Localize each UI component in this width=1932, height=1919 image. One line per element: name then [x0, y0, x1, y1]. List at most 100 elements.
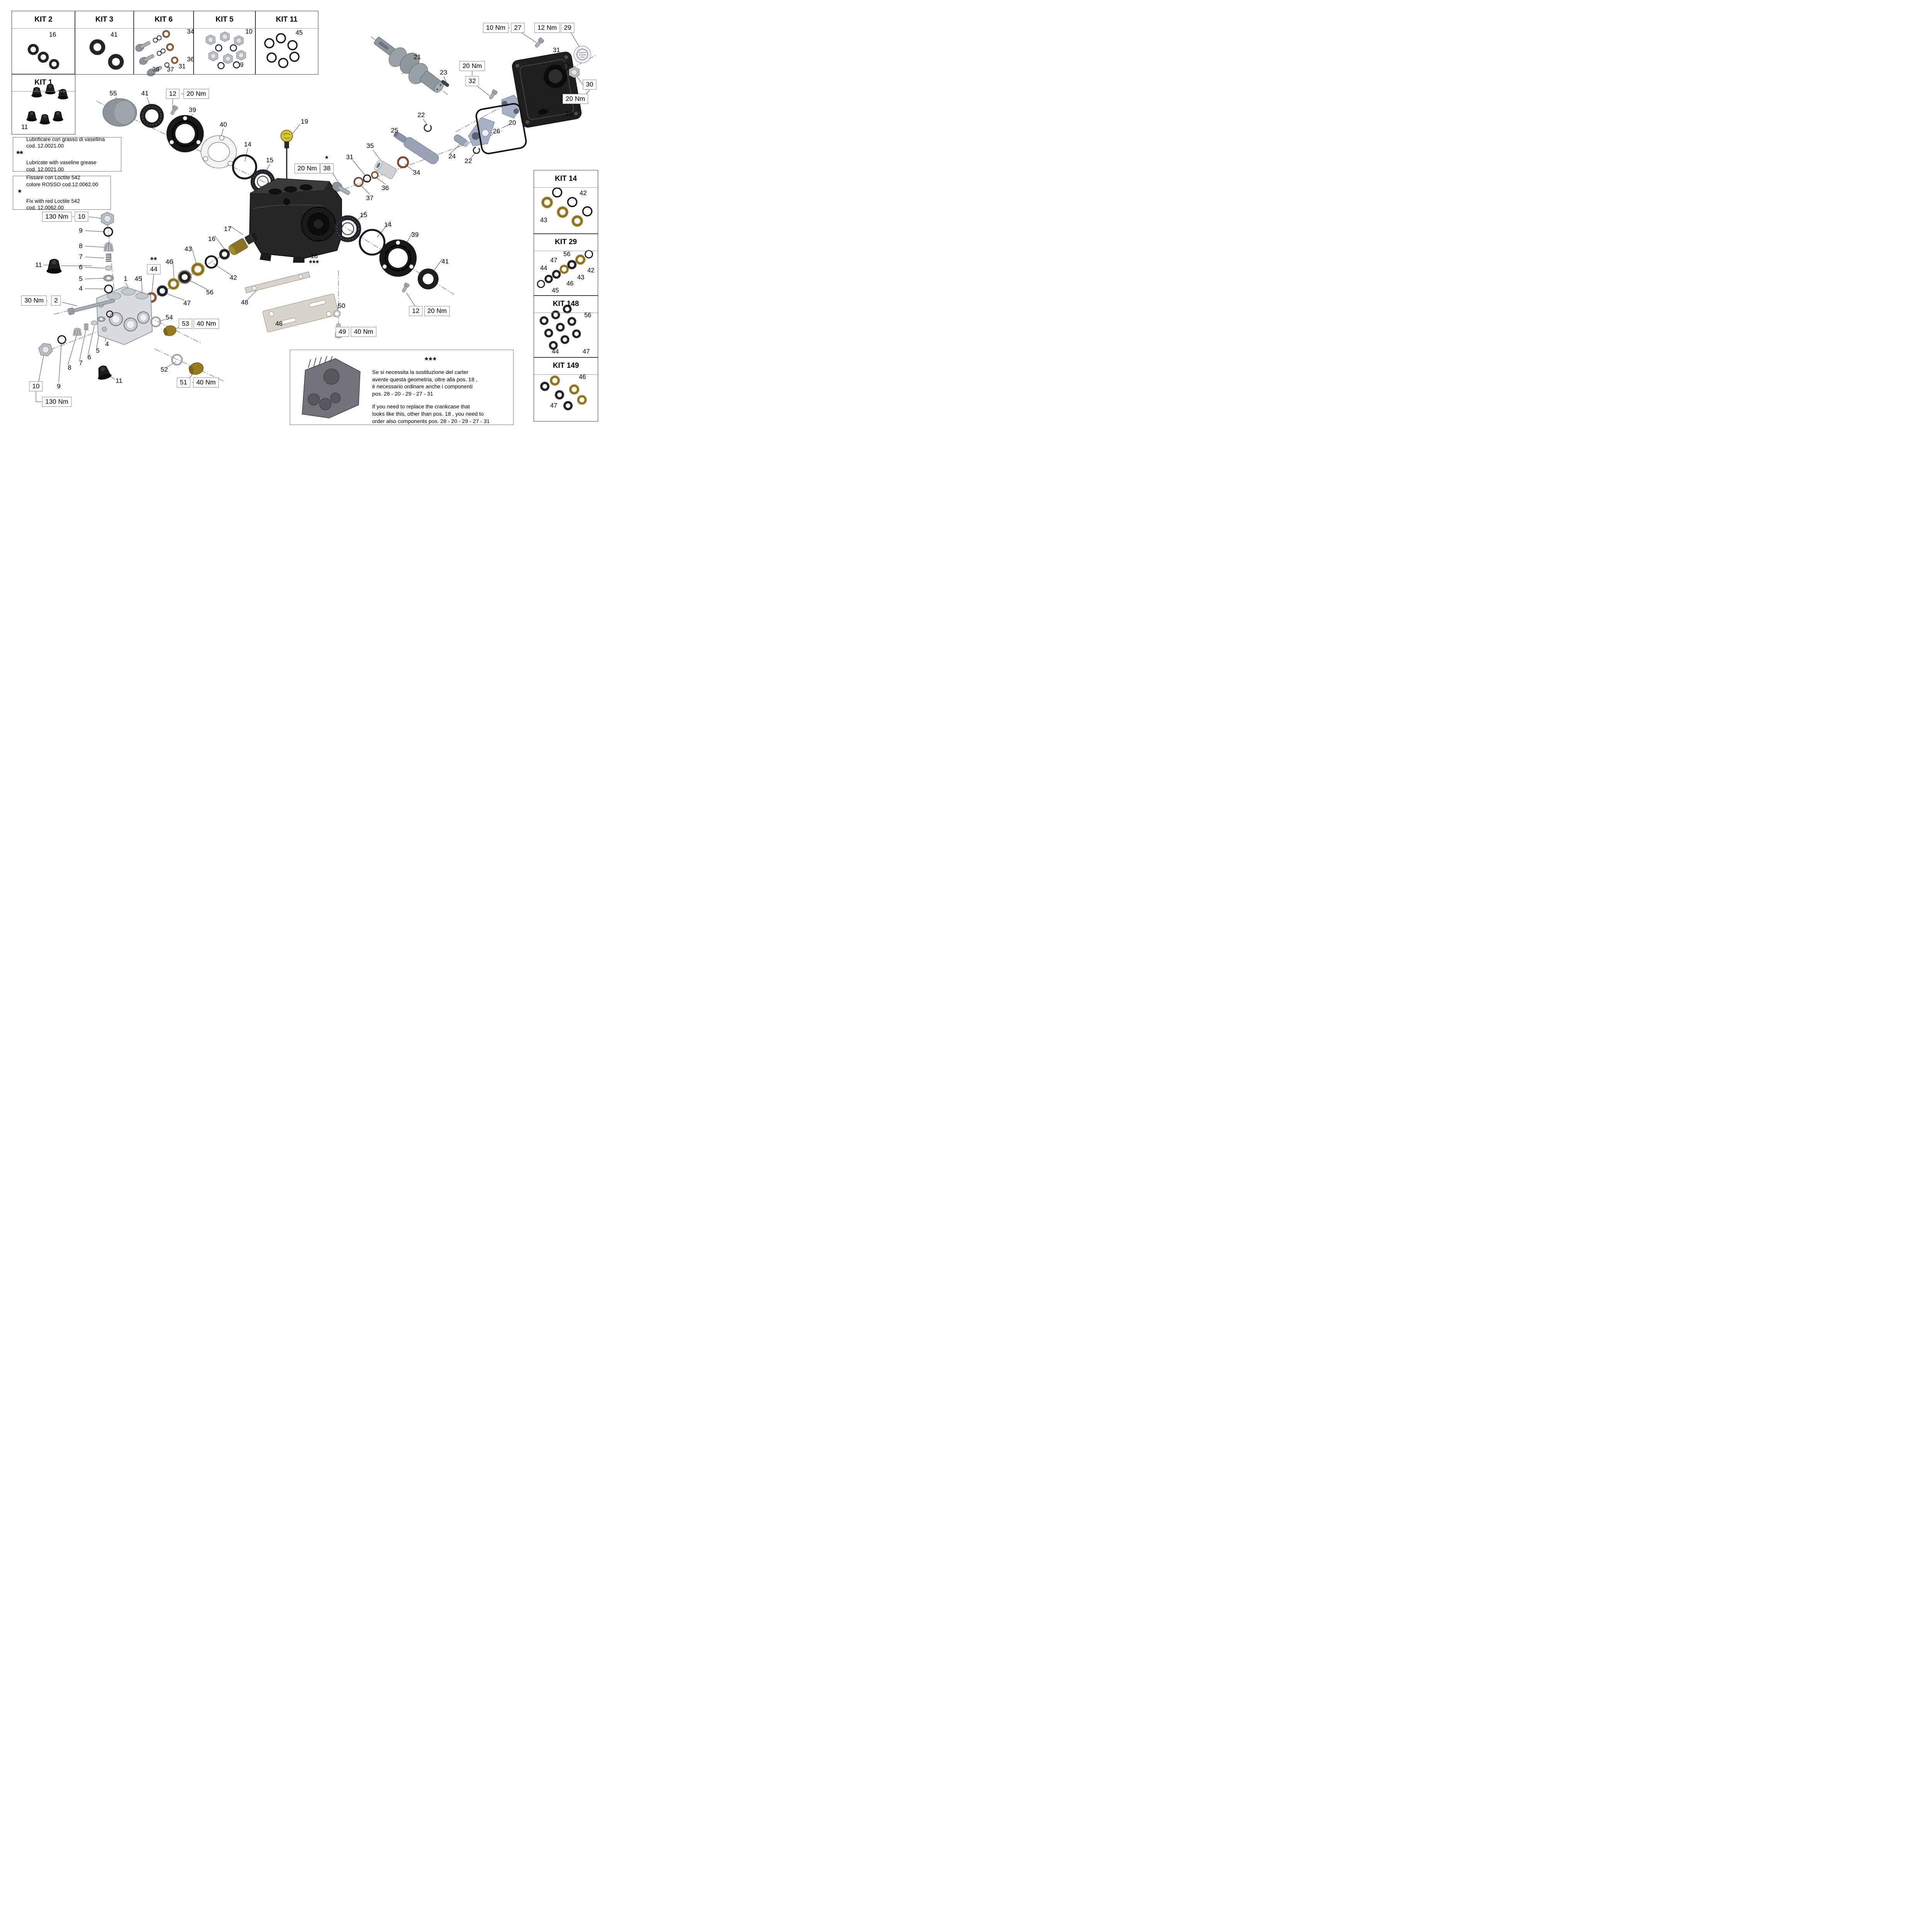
kit-title: KIT 6 [134, 11, 194, 29]
note-text-it: Lubrificare con grasso di vasellina cod.… [26, 136, 105, 149]
kit-title: KIT 2 [12, 11, 75, 29]
part-number-label: 25 [391, 127, 398, 134]
crankcase-18-drawing [249, 178, 342, 263]
asterisk-symbol: * [18, 187, 22, 197]
part-number-box: 12 [409, 306, 423, 316]
kit-title: KIT 1 [12, 74, 75, 92]
bushing-35-drawing [374, 160, 397, 179]
torque-label: 20 Nm [562, 94, 588, 104]
part-number-box: 10 [75, 212, 88, 222]
note-symbol: ** [150, 256, 157, 265]
part-number-label: 16 [208, 235, 216, 243]
part-number-box: 49 [335, 327, 349, 337]
part-number-label: 6 [87, 354, 91, 361]
part-number-label: 11 [58, 89, 65, 96]
part-number-label: 20 [509, 119, 516, 126]
washer-37-drawing [354, 177, 364, 187]
part-number-label: 24 [448, 153, 456, 160]
part-number-label: 44 [540, 265, 548, 272]
kit-title: KIT 149 [534, 357, 598, 375]
note-text-en: Lubricate with vaseline grease cod. 12.0… [26, 160, 97, 172]
torque-label: 40 Nm [193, 319, 219, 329]
part-number-label: 47 [183, 299, 191, 307]
part-number-box: 27 [511, 23, 525, 33]
plug-30-icon [569, 66, 580, 78]
crankshaft-21-drawing [374, 37, 444, 93]
part-number-label: 7 [79, 253, 83, 260]
connecting-rod-26-drawing [468, 95, 523, 146]
bracket-48-drawing [245, 272, 339, 332]
note-symbol: * [325, 155, 329, 163]
note-crankcase-text: *** Se si necessita la sostituzione del … [372, 350, 490, 425]
part-number-box: 29 [561, 23, 575, 33]
part-number-label: 9 [57, 382, 61, 390]
washer-50-drawing [333, 310, 341, 318]
bolt-27-icon [534, 37, 545, 49]
kit-panel-kit-2: KIT 2 16 [12, 11, 75, 75]
torque-label: 30 Nm [21, 296, 47, 306]
part-number-label: 4 [105, 340, 109, 348]
torque-label: 130 Nm [42, 397, 71, 407]
washer-52-drawing [171, 354, 183, 365]
oring-14-drawing [232, 154, 257, 180]
part-number-label: 36 [187, 56, 194, 63]
part-number-box: 53 [179, 319, 192, 329]
part-number-label: 19 [301, 118, 308, 125]
part-number-label: 8 [68, 364, 71, 371]
part-number-label: 11 [35, 261, 42, 269]
part-number-box: 38 [320, 163, 334, 173]
part-number-label: 7 [79, 359, 83, 367]
bolt-12-icon [169, 105, 179, 116]
part-number-label: 42 [230, 274, 237, 281]
diagram-canvas [26, 27, 596, 418]
part-number-label: 23 [440, 69, 447, 76]
part-number-label: 8 [79, 242, 83, 250]
seal-41-drawing [418, 269, 439, 289]
note-loctite: * Fissare con Loctite 542 colore ROSSO c… [13, 175, 111, 211]
torque-label: 10 Nm [483, 23, 509, 33]
part-number-label: 46 [566, 280, 574, 287]
part-number-label: 42 [587, 267, 595, 274]
part-number-label: 34 [413, 169, 420, 176]
part-number-label: 15 [266, 156, 274, 164]
flange-39-drawing [379, 239, 417, 277]
part-number-label: 31 [553, 46, 560, 54]
part-number-label: 5 [79, 275, 83, 282]
washer-54-drawing [150, 316, 161, 327]
part-number-label: 47 [583, 348, 590, 355]
part-number-label: 31 [179, 63, 186, 70]
double-asterisk-symbol: ** [16, 149, 23, 159]
part-number-label: 28 [565, 110, 573, 117]
bolt-32-icon [488, 89, 498, 100]
kit-title: KIT 3 [75, 11, 134, 29]
pump-head-1-drawing [96, 286, 153, 345]
plug-53-drawing [163, 325, 177, 336]
crankcase-note-drawing [302, 356, 361, 418]
torque-label: 20 Nm [294, 163, 320, 173]
part-number-label: 14 [244, 141, 252, 148]
part-number-label: 15 [360, 211, 367, 219]
part-number-label: 48 [241, 299, 248, 306]
part-number-label: 40 [219, 121, 227, 128]
cap-29-drawing [573, 46, 591, 63]
part-number-label: 22 [417, 111, 425, 119]
end-cap-55-drawing [102, 98, 137, 127]
part-number-label: 11 [116, 377, 122, 384]
part-number-label: 22 [464, 157, 472, 165]
part-number-label: 16 [49, 31, 56, 38]
oring-31-drawing [561, 62, 570, 71]
note-text-it: Fissare con Loctite 542 colore ROSSO cod… [26, 175, 99, 187]
triple-asterisk-symbol: *** [425, 355, 437, 365]
part-number-label: 52 [160, 366, 168, 373]
part-number-label: 56 [563, 251, 571, 258]
pin-24-drawing [454, 134, 469, 147]
part-number-label: 41 [111, 31, 118, 38]
part-number-box: 30 [583, 80, 597, 90]
bolt-12-icon [401, 282, 410, 293]
part-number-label: 43 [184, 245, 192, 253]
torque-label: 20 Nm [183, 89, 209, 99]
